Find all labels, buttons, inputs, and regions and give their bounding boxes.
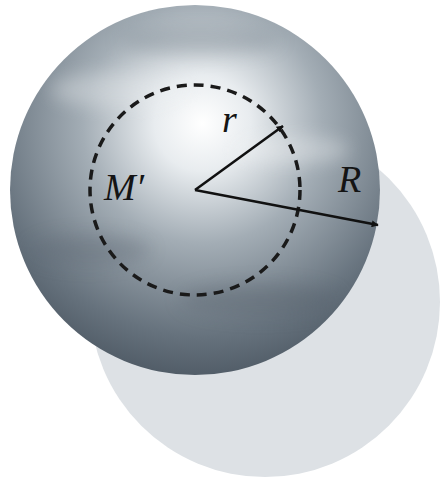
mass-label: M′	[104, 168, 144, 206]
cloud-texture	[30, 26, 350, 316]
radius-label: R	[338, 160, 361, 198]
radius-label: r	[222, 100, 237, 138]
radius-r-arrow	[195, 126, 283, 190]
sphere	[10, 5, 380, 375]
